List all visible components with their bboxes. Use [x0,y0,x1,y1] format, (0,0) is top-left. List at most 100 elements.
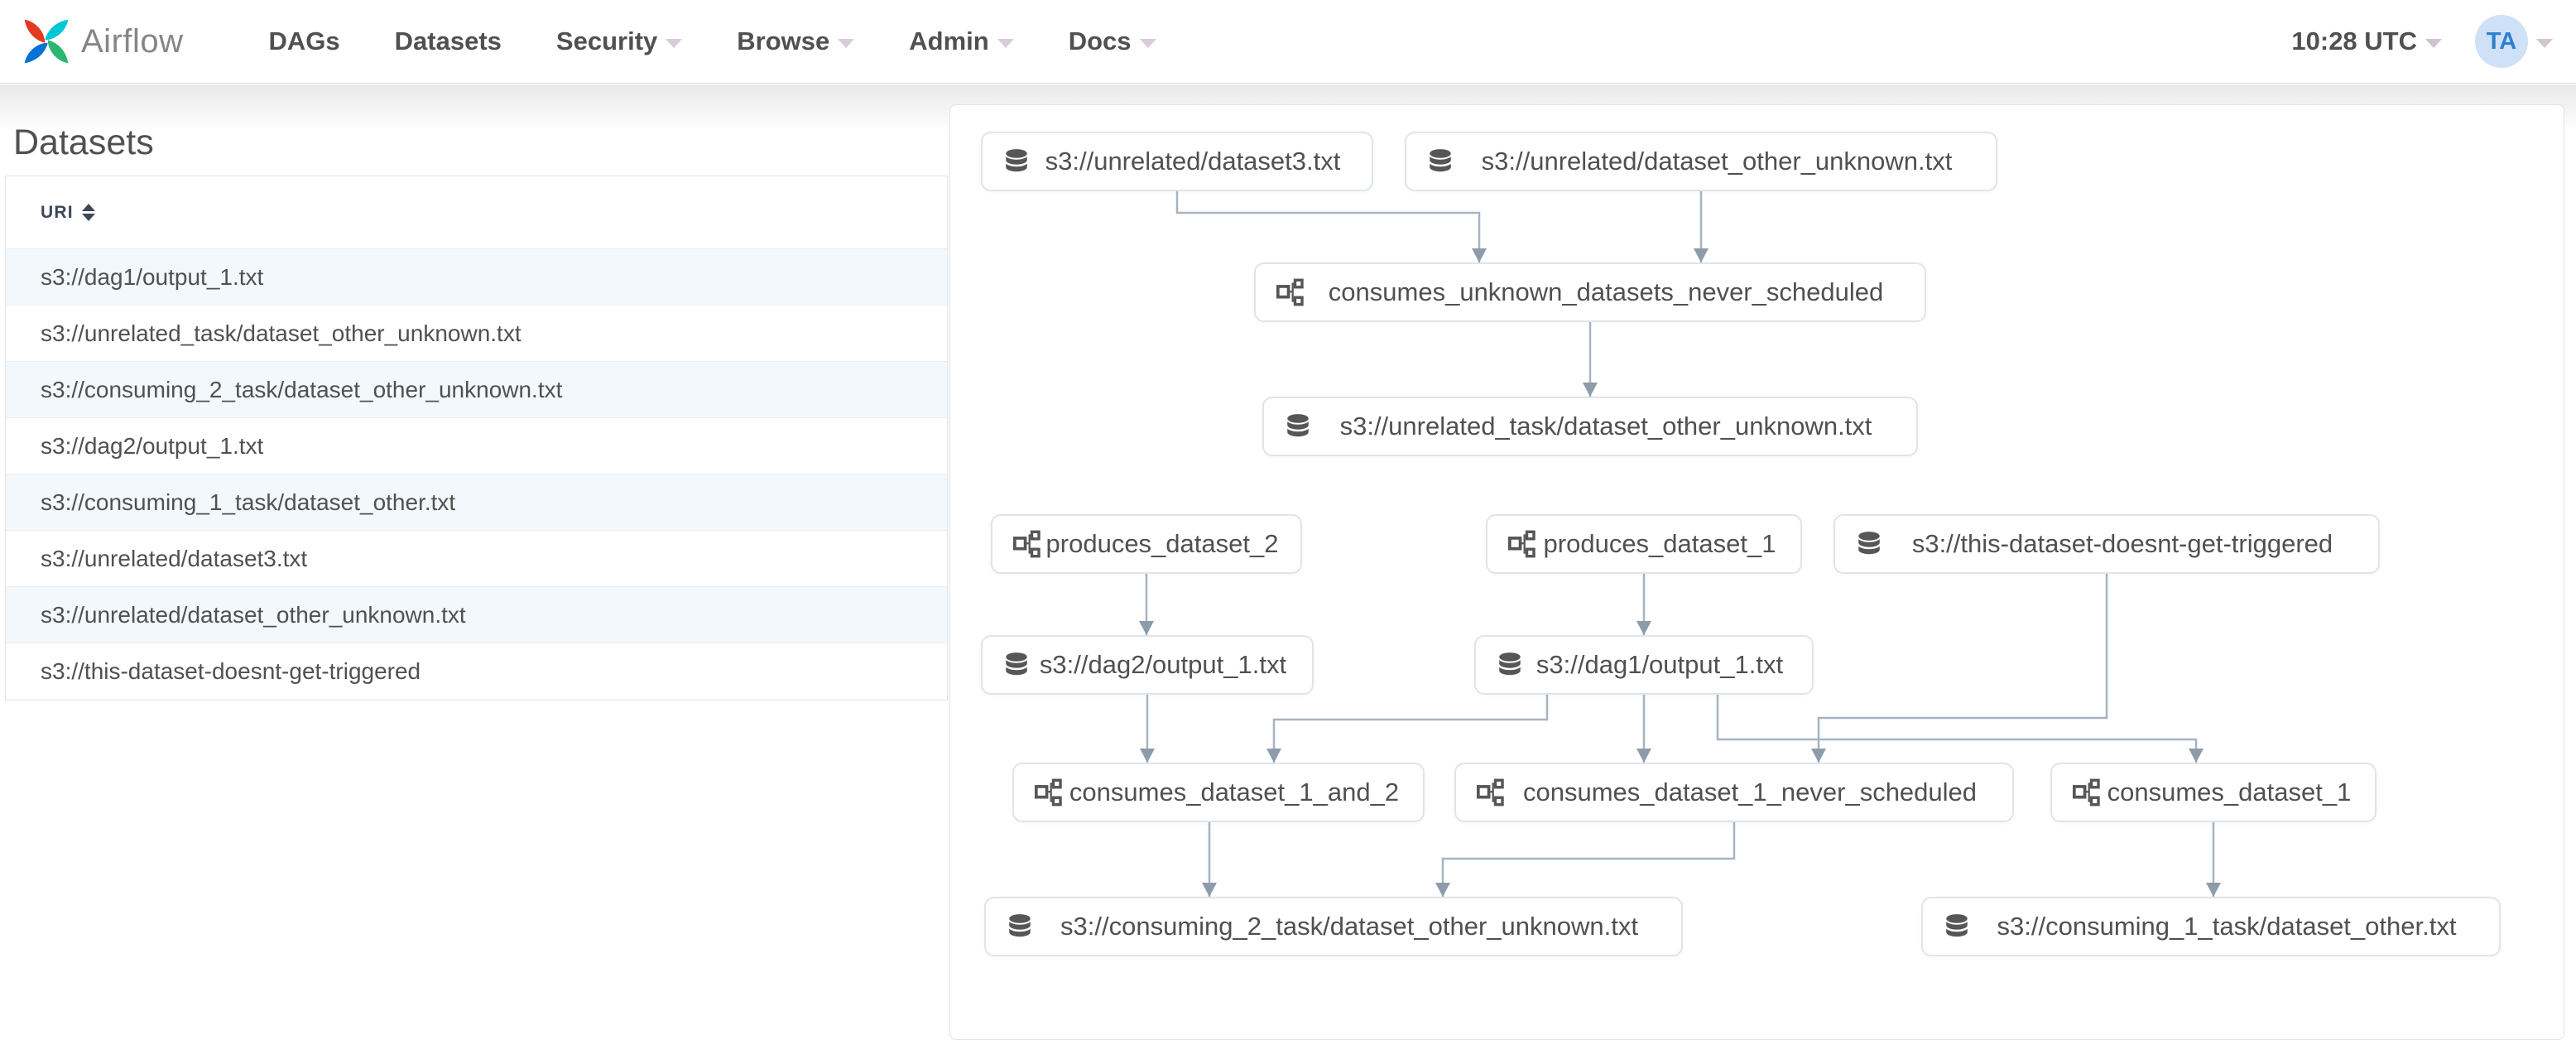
dataset-node-ds_dag2_output[interactable]: s3://dag2/output_1.txt [981,635,1314,695]
database-icon [1943,912,1971,941]
node-label: consumes_dataset_1_and_2 [1069,778,1400,806]
edge-ds_dag1_output-to-dag_consumes_1 [1716,695,2198,763]
dataset-uri: s3://unrelated/dataset_other_unknown.txt [41,601,466,628]
brand-text: Airflow [81,22,184,60]
airflow-pinwheel-icon [24,19,69,64]
arrowhead-icon [1811,749,1826,763]
table-row[interactable]: s3://this-dataset-doesnt-get-triggered [6,643,947,700]
dag-node-dag_produces_1[interactable]: produces_dataset_1 [1486,514,1802,574]
arrowhead-icon [1583,383,1598,397]
dag-icon [1034,778,1062,806]
database-icon [1002,147,1031,176]
dag-node-dag_consumes_unknown[interactable]: consumes_unknown_datasets_never_schedule… [1254,262,1926,322]
dataset-node-ds_doesnt_get_triggered[interactable]: s3://this-dataset-doesnt-get-triggered [1833,514,2380,574]
nav-item-security[interactable]: Security [529,0,709,83]
table-row[interactable]: s3://consuming_2_task/dataset_other_unkn… [6,362,947,418]
dataset-node-ds_consuming_2[interactable]: s3://consuming_2_task/dataset_other_unkn… [984,897,1683,956]
clock-label: 10:28 UTC [2291,26,2417,55]
table-row[interactable]: s3://consuming_1_task/dataset_other.txt [6,474,947,531]
arrowhead-icon [1202,883,1217,897]
dag-node-dag_consumes_1_never[interactable]: consumes_dataset_1_never_scheduled [1454,763,2014,822]
table-row[interactable]: s3://dag1/output_1.txt [6,249,947,306]
dataset-node-ds_dag1_output[interactable]: s3://dag1/output_1.txt [1474,635,1814,695]
sort-icon [81,204,95,221]
node-label: s3://consuming_2_task/dataset_other_unkn… [1060,912,1638,941]
edge-ds_unrelated_dataset3-to-dag_consumes_unknown [1175,191,1481,262]
table-row[interactable]: s3://unrelated/dataset3.txt [6,531,947,587]
nav-item-label: Security [555,26,658,55]
dataset-node-ds_consuming_1[interactable]: s3://consuming_1_task/dataset_other.txt [1921,897,2501,956]
dataset-uri: s3://consuming_1_task/dataset_other.txt [41,489,456,515]
nav-item-datasets[interactable]: Datasets [368,0,529,83]
avatar: TA [2475,15,2528,68]
dataset-uri: s3://dag2/output_1.txt [41,432,264,459]
page-title: Datasets [13,123,154,162]
dag-icon [1507,530,1536,558]
dataset-uri: s3://this-dataset-doesnt-get-triggered [41,658,421,684]
uri-header-label: URI [41,202,74,222]
node-label: s3://unrelated/dataset_other_unknown.txt [1481,147,1953,176]
node-label: consumes_dataset_1 [2107,778,2352,806]
arrowhead-icon [1694,248,1709,262]
edge-dag_consumes_1_never-to-ds_consuming_2 [1441,822,1736,897]
dag-node-dag_consumes_1[interactable]: consumes_dataset_1 [2050,763,2377,822]
dataset-node-ds_unrelated_dataset3[interactable]: s3://unrelated/dataset3.txt [981,132,1373,191]
arrowhead-icon [2206,883,2221,897]
node-label: produces_dataset_2 [1045,529,1279,558]
nav-item-label: Datasets [394,26,502,55]
database-icon [1855,530,1883,558]
uri-column-header[interactable]: URI [6,176,947,249]
edge-ds_doesnt_get_triggered-to-dag_consumes_1_never [1817,574,2108,763]
node-label: consumes_unknown_datasets_never_schedule… [1328,277,1884,306]
dag-node-dag_consumes_1_and_2[interactable]: consumes_dataset_1_and_2 [1012,763,1425,822]
arrowhead-icon [1435,883,1450,897]
node-label: s3://unrelated/dataset3.txt [1045,147,1341,176]
database-icon [1006,912,1034,941]
arrowhead-icon [2189,749,2204,763]
node-label: s3://consuming_1_task/dataset_other.txt [1997,912,2457,941]
nav-item-browse[interactable]: Browse [709,0,882,83]
node-label: s3://this-dataset-doesnt-get-triggered [1911,529,2333,558]
airflow-logo[interactable]: Airflow [23,18,184,65]
table-row[interactable]: s3://unrelated_task/dataset_other_unknow… [6,306,947,362]
arrowhead-icon [1139,621,1154,635]
dag-icon [1476,778,1504,806]
table-row[interactable]: s3://dag2/output_1.txt [6,418,947,474]
arrowhead-icon [1472,248,1487,262]
dataset-node-ds_unrelated_task_other_unknown[interactable]: s3://unrelated_task/dataset_other_unknow… [1262,397,1918,456]
datasets-graph-panel: s3://unrelated/dataset3.txt s3://unrelate… [949,104,2564,1040]
chevron-down-icon [666,38,683,48]
nav-menu: DAGs Datasets Security Browse Admin Docs [242,0,1184,83]
arrowhead-icon [1140,749,1155,763]
dataset-uri: s3://dag1/output_1.txt [41,263,264,290]
datasets-table: URI s3://dag1/output_1.txt s3://unrelated… [5,176,948,701]
node-label: s3://dag1/output_1.txt [1536,650,1784,679]
nav-item-admin[interactable]: Admin [882,0,1040,83]
dag-icon [1012,530,1040,558]
node-label: s3://unrelated_task/dataset_other_unknow… [1339,412,1872,441]
chevron-down-icon [838,38,855,48]
node-label: produces_dataset_1 [1543,529,1776,558]
nav-item-label: Browse [737,26,830,55]
database-icon [1496,651,1524,679]
nav-item-label: Admin [909,26,989,55]
nav-item-docs[interactable]: Docs [1041,0,1184,83]
database-icon [1284,412,1312,441]
arrowhead-icon [1636,621,1651,635]
nav-item-label: Docs [1068,26,1132,55]
dataset-uri: s3://consuming_2_task/dataset_other_unkn… [41,376,563,402]
nav-item-label: DAGs [268,26,340,55]
dataset-uri: s3://unrelated_task/dataset_other_unknow… [41,320,521,346]
nav-item-dags[interactable]: DAGs [242,0,368,83]
dag-node-dag_produces_2[interactable]: produces_dataset_2 [991,514,1302,574]
graph-edges [1139,191,2221,897]
table-row[interactable]: s3://unrelated/dataset_other_unknown.txt [6,587,947,643]
chevron-down-icon [1139,38,1156,48]
dag-icon [1276,278,1304,306]
user-menu[interactable]: TA [2475,15,2553,68]
clock-dropdown[interactable]: 10:28 UTC [2291,26,2442,56]
chevron-down-icon [997,38,1014,48]
dataset-node-ds_unrelated_other_unknown[interactable]: s3://unrelated/dataset_other_unknown.txt [1405,132,1997,191]
chevron-down-icon [2425,38,2442,48]
